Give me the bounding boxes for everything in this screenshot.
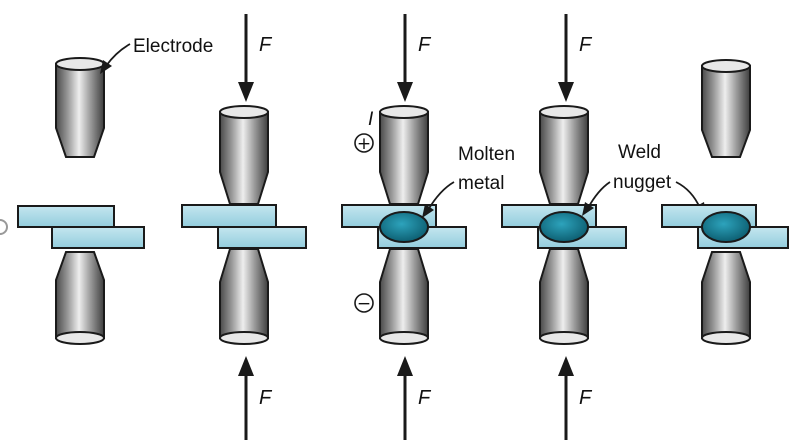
- electrode-callout: Electrode: [100, 36, 213, 74]
- stage-3-weld-current: F I + − Molten metal: [341, 14, 515, 440]
- force-label-bottom: F: [418, 387, 432, 409]
- force-label-bottom: F: [579, 387, 593, 409]
- weld-nugget: [701, 211, 751, 243]
- top-force-arrow: F: [238, 14, 273, 102]
- top-electrode: [55, 57, 105, 158]
- bottom-electrode: [55, 251, 105, 345]
- bottom-force-arrow: F: [238, 356, 273, 440]
- positive-terminal-icon: +: [354, 133, 374, 154]
- svg-text:+: +: [357, 134, 371, 154]
- molten-metal-pool: [379, 211, 429, 243]
- stage-1-separated: Electrode: [17, 36, 213, 345]
- force-label-bottom: F: [259, 387, 273, 409]
- upper-sheet: [181, 204, 277, 228]
- force-label-top: F: [418, 34, 432, 56]
- weld-label-line1: Weld: [618, 142, 661, 163]
- current-label: I: [368, 109, 374, 130]
- edge-marker: [0, 219, 8, 235]
- bottom-electrode: [539, 248, 589, 345]
- force-label-top: F: [259, 34, 273, 56]
- stage-2-squeeze: F F: [181, 14, 307, 440]
- top-electrode: [539, 105, 589, 205]
- top-force-arrow: F: [558, 14, 593, 102]
- weld-nugget-callout: Weld nugget: [582, 142, 706, 216]
- bottom-electrode: [701, 251, 751, 345]
- top-electrode: [379, 105, 429, 205]
- lower-sheet: [51, 226, 145, 249]
- force-label-top: F: [579, 34, 593, 56]
- stage-5-released: [661, 59, 789, 345]
- top-electrode: [219, 105, 269, 205]
- molten-label-line2: metal: [458, 173, 504, 194]
- bottom-force-arrow: F: [558, 356, 593, 440]
- lower-sheet: [217, 226, 307, 249]
- stage-4-hold: F Weld nugget F: [501, 14, 706, 440]
- weld-label-line2: nugget: [613, 172, 672, 193]
- molten-label-line1: Molten: [458, 144, 515, 165]
- bottom-electrode: [219, 248, 269, 345]
- svg-text:−: −: [357, 294, 371, 314]
- weld-nugget: [539, 211, 589, 243]
- top-force-arrow: F: [397, 14, 432, 102]
- upper-sheet: [17, 205, 115, 228]
- bottom-force-arrow: F: [397, 356, 432, 440]
- electrode-label: Electrode: [133, 36, 213, 57]
- molten-metal-callout: Molten metal: [422, 144, 515, 218]
- bottom-electrode: [379, 248, 429, 345]
- negative-terminal-icon: −: [354, 293, 374, 314]
- top-electrode: [701, 59, 751, 158]
